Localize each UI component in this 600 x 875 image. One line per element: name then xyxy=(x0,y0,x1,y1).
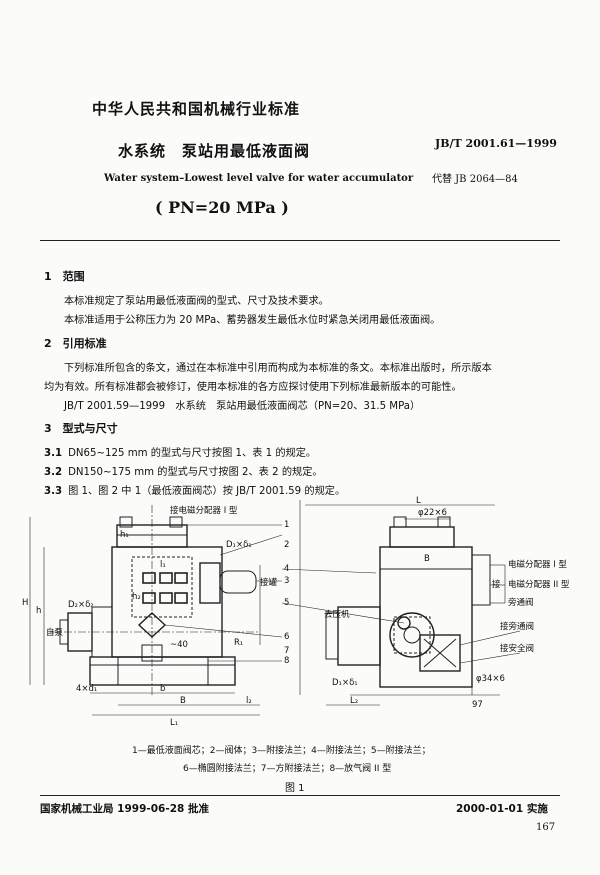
part-1-label: 1 xyxy=(284,520,289,530)
part-8-label: 8 xyxy=(284,656,289,666)
label-sol-1: 电磁分配器 I 型 xyxy=(508,559,567,570)
label-self-pump: 自泵 xyxy=(46,627,64,638)
standard-category-title: 中华人民共和国机械行业标准 xyxy=(92,100,301,118)
figure-legend-1: 1—最低液面阀芯；2—阀体；3—附接法兰；4—附接法兰；5—附接法兰； xyxy=(132,746,431,756)
dim-l2: l₂ xyxy=(246,696,252,706)
part-6-label: 6 xyxy=(284,632,289,642)
section-1-para-1: 本标准规定了泵站用最低液面阀的型式、尺寸及技术要求。 xyxy=(64,296,329,307)
label-to-press: 去压机 xyxy=(324,609,350,620)
replaces-note: 代替 JB 2064—84 xyxy=(432,174,518,185)
dim-L: L xyxy=(416,496,421,506)
part-5-label: 5 xyxy=(284,598,289,608)
front-view xyxy=(29,505,283,716)
dim-R1: R₁ xyxy=(234,638,243,648)
part-3-label: 3 xyxy=(284,576,289,586)
figure-1-drawing: 接电磁分配器 I 型 1 2 3 6 8 接罐 自泵 ~40 H h h₁ h₂… xyxy=(22,496,570,728)
part-2-label: 2 xyxy=(284,540,289,550)
label-solenoid: 接电磁分配器 I 型 xyxy=(170,505,238,516)
section-1-title: 1 范围 xyxy=(44,270,85,283)
part-4-label: 4 xyxy=(284,564,289,574)
dim-l1: l₁ xyxy=(160,560,166,570)
dim-D1: D₁×δ₁ xyxy=(226,540,252,550)
dim-L1: L₁ xyxy=(170,718,178,728)
pressure-rating: ( PN=20 MPa ) xyxy=(155,198,289,217)
dim-B-side: B xyxy=(424,554,430,564)
approval-note: 国家机械工业局 1999-06-28 批准 xyxy=(40,803,209,815)
dim-L2: L₂ xyxy=(350,696,358,706)
dim-97: 97 xyxy=(472,700,483,710)
dim-D2: D₂×δ₂ xyxy=(68,600,94,610)
english-title: Water system–Lowest level valve for wate… xyxy=(104,173,414,184)
section-2-reference: JB/T 2001.59—1999 水系统 泵站用最低液面阀芯（PN=20、31… xyxy=(64,401,421,412)
header-divider xyxy=(40,240,560,241)
label-jie: 接 xyxy=(492,579,501,590)
figure-legend-2: 6—椭圆附接法兰；7—方附接法兰；8—放气阀 II 型 xyxy=(183,764,392,774)
label-bypass-valve: 接旁通阀 xyxy=(500,621,534,632)
standard-code: JB/T 2001.61—1999 xyxy=(435,137,557,150)
page-number: 167 xyxy=(536,822,556,833)
section-2-para-1: 下列标准所包含的条文，通过在本标准中引用而构成为本标准的条文。本标准出版时，所示… xyxy=(64,363,492,374)
section-1-para-2: 本标准适用于公称压力为 20 MPa、蓄势器发生最低水位时紧急关闭用最低液面阀。 xyxy=(64,315,441,326)
figure-caption: 图 1 xyxy=(285,783,305,794)
label-safety-valve: 接安全阀 xyxy=(500,643,534,654)
label-tank: 接罐 xyxy=(260,577,278,588)
part-7-label: 7 xyxy=(284,646,289,656)
dim-h2: h₂ xyxy=(132,592,141,602)
dim-D1-side: D₁×δ₁ xyxy=(332,678,358,688)
dim-H: H xyxy=(22,598,28,608)
section-2-para-2: 均为有效。所有标准都会被修订，使用本标准的各方应探讨使用下列标准最新版本的可能性… xyxy=(44,382,462,393)
section-3-title: 3 型式与尺寸 xyxy=(44,422,118,435)
section-2-title: 2 引用标准 xyxy=(44,337,107,350)
side-view xyxy=(281,500,521,706)
dim-h1: h₁ xyxy=(120,530,129,540)
dim-h: h xyxy=(36,606,41,616)
dim-4xd1: 4×d₁ xyxy=(76,684,97,694)
dim-B: B xyxy=(180,696,186,706)
dim-phi34: φ34×6 xyxy=(476,674,505,684)
effective-date: 2000-01-01 实施 xyxy=(456,803,548,815)
label-bypass: 旁通阀 xyxy=(508,597,534,608)
chinese-title: 水系统 泵站用最低液面阀 xyxy=(118,142,311,160)
dim-b: b xyxy=(160,684,165,694)
label-sol-2: 电磁分配器 II 型 xyxy=(508,579,570,590)
dim-phi22: φ22×6 xyxy=(418,508,447,518)
footer-divider xyxy=(40,795,560,796)
label-phi40: ~40 xyxy=(170,640,188,650)
